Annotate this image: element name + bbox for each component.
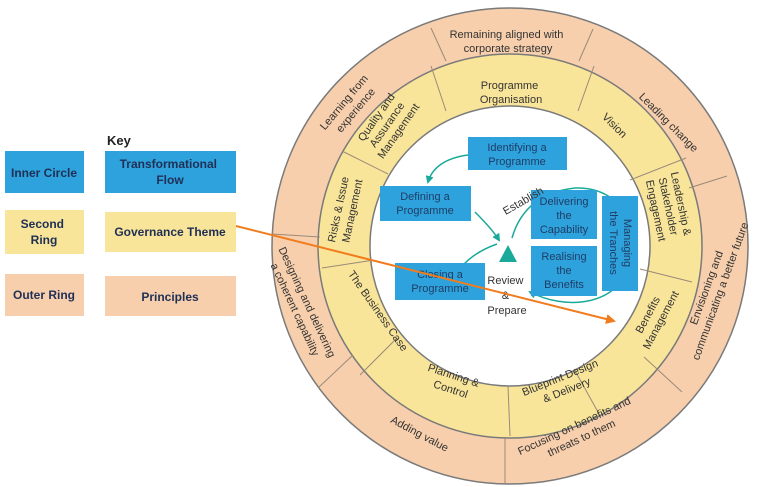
key-right-second: Governance Theme [114,225,226,239]
second-label-organisation: Programme Organisation [480,80,542,106]
key-right-outer: Principles [141,290,199,304]
second-dividers [321,65,693,437]
key-left-outer: Outer Ring [13,288,75,302]
review-prepare-label: Review & Prepare [487,275,526,317]
inner-circle [369,105,651,387]
key-left-inner: Inner Circle [11,166,77,180]
key-row-outer: Outer Ring Principles [5,274,236,316]
key-right-inner: Transformational Flow [120,157,221,187]
review-prepare-triangle [499,245,517,262]
outer-dividers [271,27,728,483]
svg-text:Managingthe Tranches: Managingthe Tranches [607,211,633,275]
key-row-inner: Inner Circle Transformational Flow [5,151,236,193]
key-left-second: Second Ring [21,217,68,247]
key-title: Key [107,133,132,148]
key-row-second: Second Ring Governance Theme [5,210,236,254]
box-managing: Managingthe Tranches [602,196,638,291]
orange-pointer-arrow [235,225,616,324]
outer-label-strategy: Remaining aligned with corporate strateg… [450,29,567,55]
